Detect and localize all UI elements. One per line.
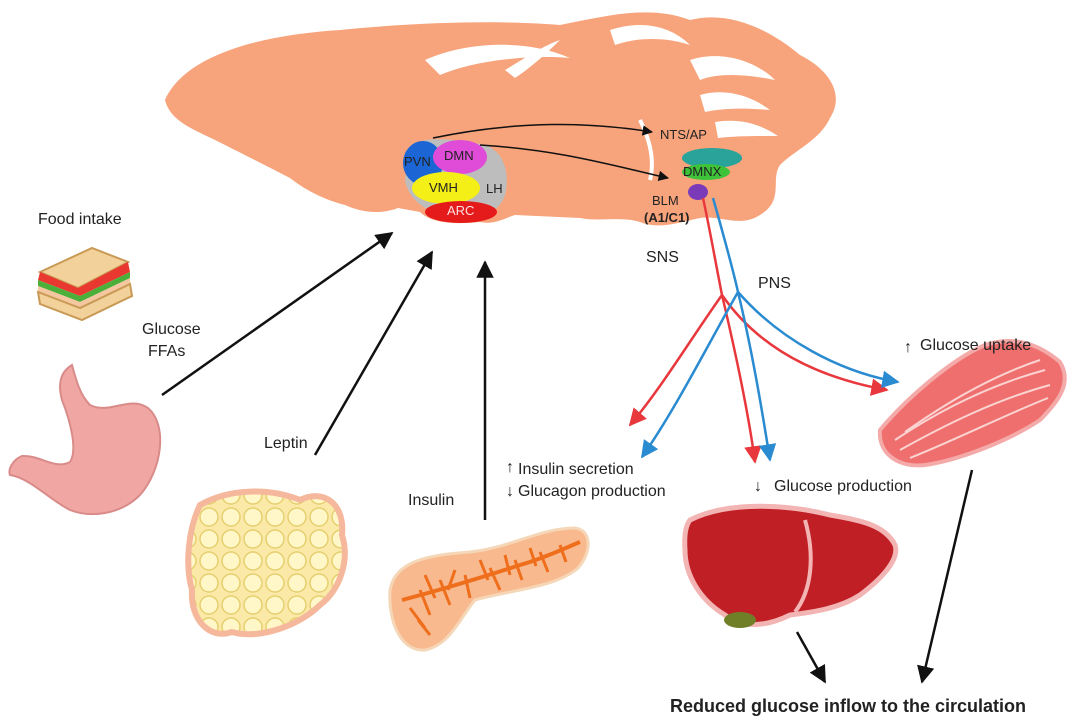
liver-icon [682, 503, 899, 628]
leptin-to-brain-arrow [313, 250, 434, 456]
sns-pathways [628, 197, 889, 464]
arc-label: ARC [447, 203, 474, 218]
lh-label: LH [486, 181, 503, 196]
vmh-label: VMH [429, 180, 458, 195]
brain-fold [638, 119, 654, 181]
sns-label: SNS [646, 249, 679, 266]
nts-ap-region [682, 148, 742, 168]
brain-fold [690, 56, 775, 80]
a1c1-label: (A1/C1) [644, 210, 690, 225]
pns-label: PNS [758, 275, 791, 292]
brain-fold [425, 44, 570, 75]
reduced-glucose-label: Reduced glucose inflow to the circulatio… [670, 696, 1026, 716]
glucose-uptake-up-icon: ↑ [904, 339, 912, 356]
dmn-region [433, 140, 487, 174]
glucose-uptake-label: Glucose uptake [920, 337, 1031, 354]
leptin-label: Leptin [264, 435, 308, 452]
pns-pathways [640, 197, 900, 462]
brain-fold [715, 120, 778, 138]
liver-to-output-arrow [795, 631, 827, 684]
projection-arrow-blm [479, 144, 670, 182]
adipose-tissue-icon [185, 488, 348, 638]
dmnx-region [682, 164, 730, 180]
insulin-secretion-label: Insulin secretion [518, 461, 634, 478]
sandwich-icon [36, 246, 134, 322]
insulin-secretion-up-icon: ↑ [506, 459, 514, 476]
arc-region [425, 201, 497, 223]
muscle-icon [877, 339, 1067, 468]
blm-label: BLM [652, 193, 679, 208]
stomach-to-brain-arrow [161, 231, 394, 397]
brain-illustration: PVN DMN VMH LH ARC NTS/AP DMNX BLM (A1/C… [165, 12, 836, 226]
projection-arrow-nts [432, 123, 654, 139]
dmnx-label: DMNX [683, 164, 722, 179]
glucagon-production-label: Glucagon production [518, 483, 666, 500]
stomach-icon [8, 363, 162, 516]
muscle-to-output-arrow [917, 469, 974, 684]
glucose-production-down-icon: ↓ [754, 478, 762, 495]
glucose-label: Glucose [142, 321, 201, 338]
glucagon-production-down-icon: ↓ [506, 483, 514, 500]
pancreas-icon [388, 526, 590, 652]
ffas-label: FFAs [148, 343, 185, 360]
vmh-region [412, 172, 480, 204]
food-intake-label: Food intake [38, 211, 122, 228]
glucose-production-label: Glucose production [774, 478, 912, 495]
dmn-label: DMN [444, 148, 474, 163]
pvn-label: PVN [404, 154, 431, 169]
insulin-label: Insulin [408, 492, 454, 509]
brain-fold [505, 40, 560, 78]
brain-fold [610, 25, 690, 45]
nts-ap-label: NTS/AP [660, 127, 707, 142]
blm-region [688, 184, 708, 200]
brain-fold [700, 92, 770, 112]
